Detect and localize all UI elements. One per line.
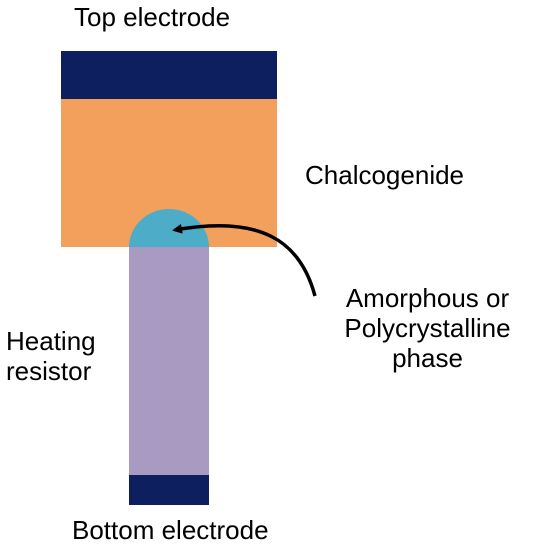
bottom-electrode-label: Bottom electrode — [72, 515, 269, 545]
active-phase-region — [129, 209, 209, 247]
phase-label-line-2: Polycrystalline — [344, 313, 511, 343]
phase-label-line-3: phase — [392, 343, 463, 373]
top-electrode-label: Top electrode — [74, 2, 231, 32]
pointer-arrow — [172, 223, 317, 297]
heating-label-line-2: resistor — [6, 356, 92, 386]
bottom-electrode-layer — [129, 475, 209, 505]
heating-resistor-pillar — [129, 247, 209, 475]
heating-label-line-1: Heating — [6, 326, 96, 356]
phase-label-line-1: Amorphous or — [345, 283, 510, 313]
top-electrode-layer — [61, 51, 277, 99]
phase-label: Amorphous or Polycrystalline phase — [320, 283, 535, 373]
chalcogenide-label: Chalcogenide — [305, 160, 465, 190]
heating-resistor-label: Heating resistor — [6, 326, 96, 386]
